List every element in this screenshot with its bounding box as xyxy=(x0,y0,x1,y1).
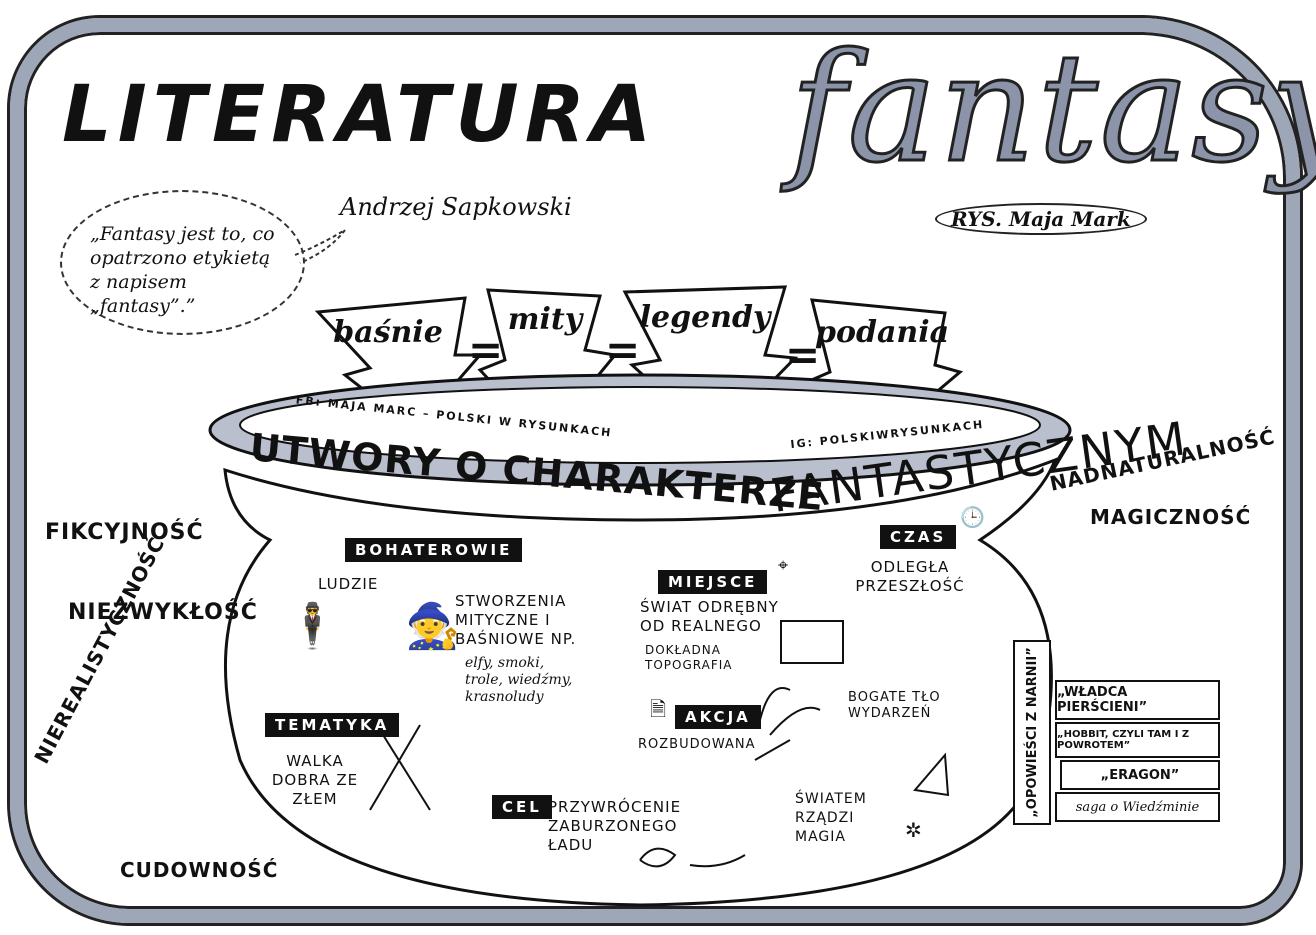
akcja-value: ROZBUDOWANA xyxy=(638,737,756,752)
magia-value: ŚWIATEM RZĄDZI MAGIA xyxy=(795,791,867,845)
source-basnie: baśnie xyxy=(333,315,443,350)
location-pin-icon: ⌖ xyxy=(778,555,789,576)
clock-icon: 🕒 xyxy=(960,505,985,529)
equals-sign-1: = xyxy=(468,325,504,374)
cel-value: PRZYWRÓCENIE ZABURZONEGO ŁADU xyxy=(548,798,682,854)
wizard-hat xyxy=(913,752,950,797)
tangle xyxy=(639,847,677,868)
tag-akcja: AKCJA xyxy=(675,705,761,729)
feature-magicznosc: MAGICZNOŚĆ xyxy=(1090,505,1252,529)
book-hobbit: „HOBBIT, CZYLI TAM I Z POWROTEM” xyxy=(1055,722,1220,758)
equals-sign-2: = xyxy=(605,325,641,374)
title-fantasy: fantasy xyxy=(789,21,1316,198)
book-spine-narnia: „OPOWIEŚCI Z NARNII” xyxy=(1013,640,1051,825)
book-wiedzmin-title: saga o Wiedźminie xyxy=(1075,799,1200,815)
tematyka-value: WALKA DOBRA ZE ZŁEM xyxy=(271,752,359,808)
source-legendy: legendy xyxy=(639,300,771,335)
book-narnia-title: „OPOWIEŚCI Z NARNII” xyxy=(1024,647,1040,818)
feature-cudownosc: CUDOWNOŚĆ xyxy=(120,858,279,882)
akcja-background: BOGATE TŁO WYDARZEŃ xyxy=(848,690,941,721)
bohaterowie-examples: elfy, smoki, trole, wiedźmy, krasnoludy xyxy=(465,655,573,705)
bubble-tail-icon xyxy=(294,229,346,264)
bohaterowie-people: LUDZIE xyxy=(318,575,379,593)
tag-bohaterowie: BOHATEROWIE xyxy=(345,538,523,562)
person-icon: 🕴 xyxy=(285,601,340,652)
tag-miejsce: MIEJSCE xyxy=(658,570,768,594)
book-wiedzmin: saga o Wiedźminie xyxy=(1055,792,1220,822)
book-eragon-title: „ERAGON” xyxy=(1100,767,1180,783)
gnome-icon: 🧙 xyxy=(405,601,460,652)
tree-branch xyxy=(754,687,821,761)
book-wladca: „WŁADCA PIERŚCIENI” xyxy=(1055,680,1220,720)
feature-niezwyklosc: NIEZWYKŁOŚĆ xyxy=(68,600,258,625)
tag-czas: CZAS xyxy=(880,525,957,549)
tangle-arrow xyxy=(689,854,746,868)
bohaterowie-creatures: STWORZENIA MITYCZNE I BAŚNIOWE np. xyxy=(455,592,577,648)
page-frame xyxy=(10,18,1300,923)
tag-cel: CEL xyxy=(492,795,552,819)
sword-2 xyxy=(369,724,421,811)
book-hobbit-title: „HOBBIT, CZYLI TAM I Z POWROTEM” xyxy=(1057,729,1190,751)
quote-text: „Fantasy jest to, co opatrzono etykietą … xyxy=(90,223,275,317)
source-podania: podania xyxy=(815,315,950,350)
sword-1 xyxy=(379,729,431,811)
miejsce-topography: DOKŁADNA TOPOGRAFIA xyxy=(645,643,733,672)
book-wladca-title: „WŁADCA PIERŚCIENI” xyxy=(1057,685,1148,715)
quote-author: Andrzej Sapkowski xyxy=(340,193,572,221)
source-mity: mity xyxy=(507,302,583,337)
document-icon: 🗎 xyxy=(650,697,667,721)
equals-sign-3: = xyxy=(785,330,821,379)
sparkle-icon: ✲ xyxy=(905,818,922,842)
map-icon xyxy=(780,620,844,664)
title-main: LITERATURA xyxy=(62,70,658,160)
author-credit: RYS. Maja Mark xyxy=(935,203,1147,235)
tag-tematyka: TEMATYKA xyxy=(265,713,400,737)
czas-value: ODLEGŁA PRZESZŁOŚĆ xyxy=(855,558,965,595)
book-eragon: „ERAGON” xyxy=(1060,760,1220,790)
feature-fikcyjnosc: FIKCYJNOŚĆ xyxy=(45,520,204,545)
miejsce-world: ŚWIAT ODRĘBNY OD REALNEGO xyxy=(640,598,779,635)
pot-opening xyxy=(239,386,1041,464)
quote-bubble: „Fantasy jest to, co opatrzono etykietą … xyxy=(60,190,305,335)
